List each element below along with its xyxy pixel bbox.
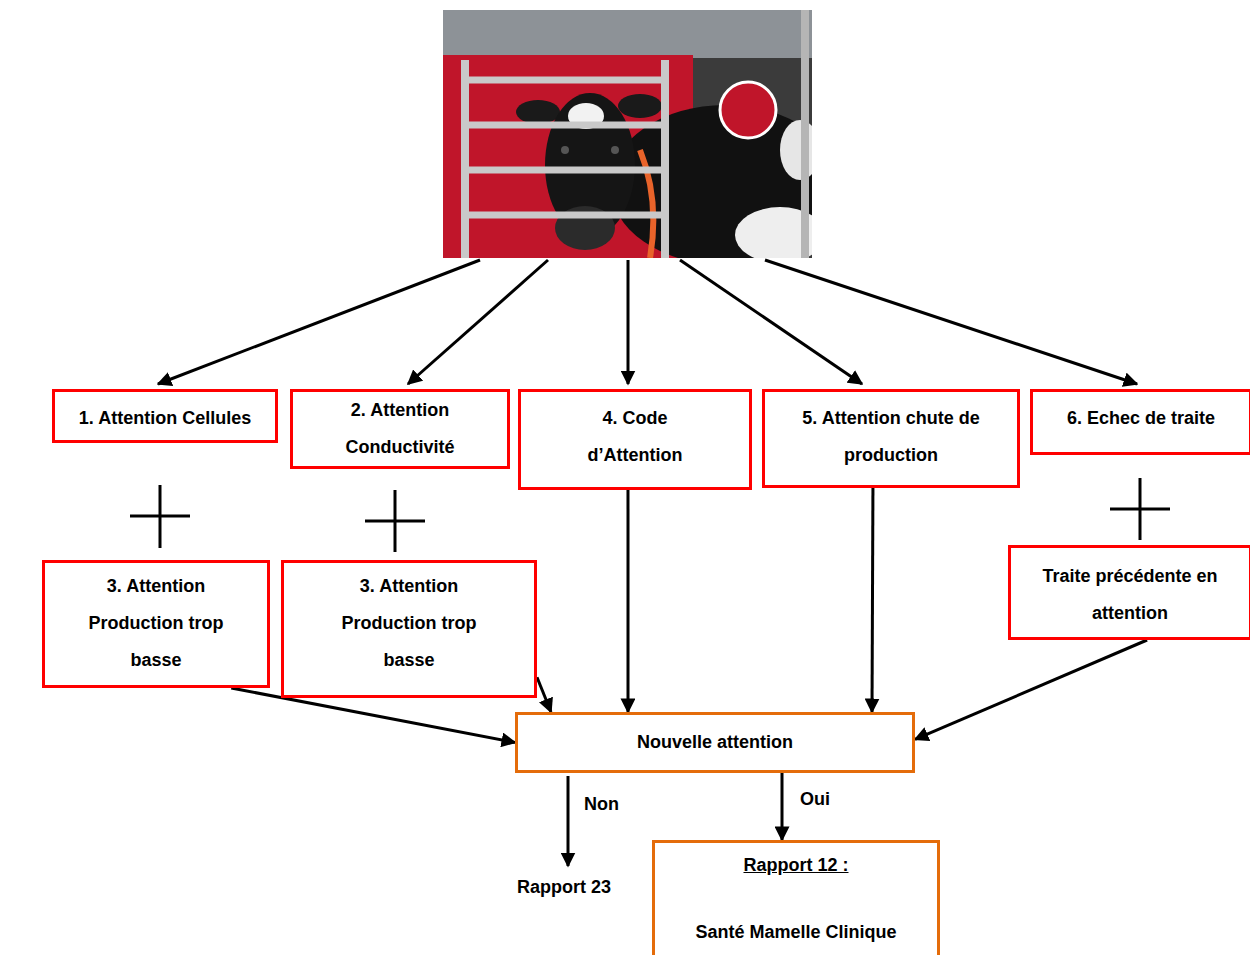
photo-arrow [680,260,862,384]
cow-collar [640,150,653,258]
alert-box: 1. Attention Cellules [52,389,278,443]
photo-arrow [627,260,630,384]
box-text: 1. Attention Cellules [61,400,269,437]
gate-bar [465,212,665,219]
gate-bar [465,167,665,174]
no-branch-arrow [567,776,570,866]
box-text: 4. Code d’Attention [573,400,698,474]
flow-arrow [537,677,551,712]
box-text: 3. Attention Production trop basse [74,568,239,679]
gate-bar [465,77,665,84]
box-text: Nouvelle attention [525,724,905,761]
report-box: Rapport 12 : Santé Mamelle Clinique [652,840,940,955]
box-text: 5. Attention chute de production [774,400,1009,474]
flow-arrow [915,640,1147,739]
plus-symbol [365,520,425,523]
box-text: 2. Attention Conductivité [325,392,475,466]
alert-box: 2. Attention Conductivité [290,389,510,469]
gate-post [461,60,469,258]
cow-photo [443,10,812,258]
plus-symbol [1110,508,1170,511]
cow-eye [611,146,619,154]
gate-post [801,10,809,258]
box-text: Traite précédente en attention [1035,558,1225,632]
decision-box: Nouvelle attention [515,712,915,773]
cow-patch [735,207,812,258]
branch-label: Oui [798,788,832,810]
alert-box: 5. Attention chute de production [762,389,1020,488]
outcome-label: Rapport 23 [515,876,613,898]
cow-ear [618,94,662,118]
alert-box: 6. Echec de traite [1030,389,1250,455]
alert-box: 4. Code d’Attention [518,389,752,490]
barn-wall [443,10,812,58]
box-text: 6. Echec de traite [1041,400,1241,437]
plus-symbol [130,515,190,518]
flow-arrow [781,773,784,840]
box-text: Santé Mamelle Clinique [666,914,926,951]
alert-box: 3. Attention Production trop basse [42,560,270,688]
cow-ear [516,100,560,124]
branch-label: Non [582,793,621,815]
alert-box: 3. Attention Production trop basse [281,560,537,698]
flow-arrow [626,490,629,712]
alert-box: Traite précédente en attention [1008,545,1250,640]
photo-arrows [158,260,1137,384]
gate-bar [465,122,665,129]
report-title: Rapport 12 : [666,847,926,884]
flow-arrow [871,488,875,712]
box-text: 3. Attention Production trop basse [327,568,492,679]
photo-arrow [408,260,548,384]
photo-arrow [158,260,480,384]
photo-arrow [765,260,1137,384]
cow-eye [561,146,569,154]
robot-logo [720,82,776,138]
gate-post [661,60,669,258]
